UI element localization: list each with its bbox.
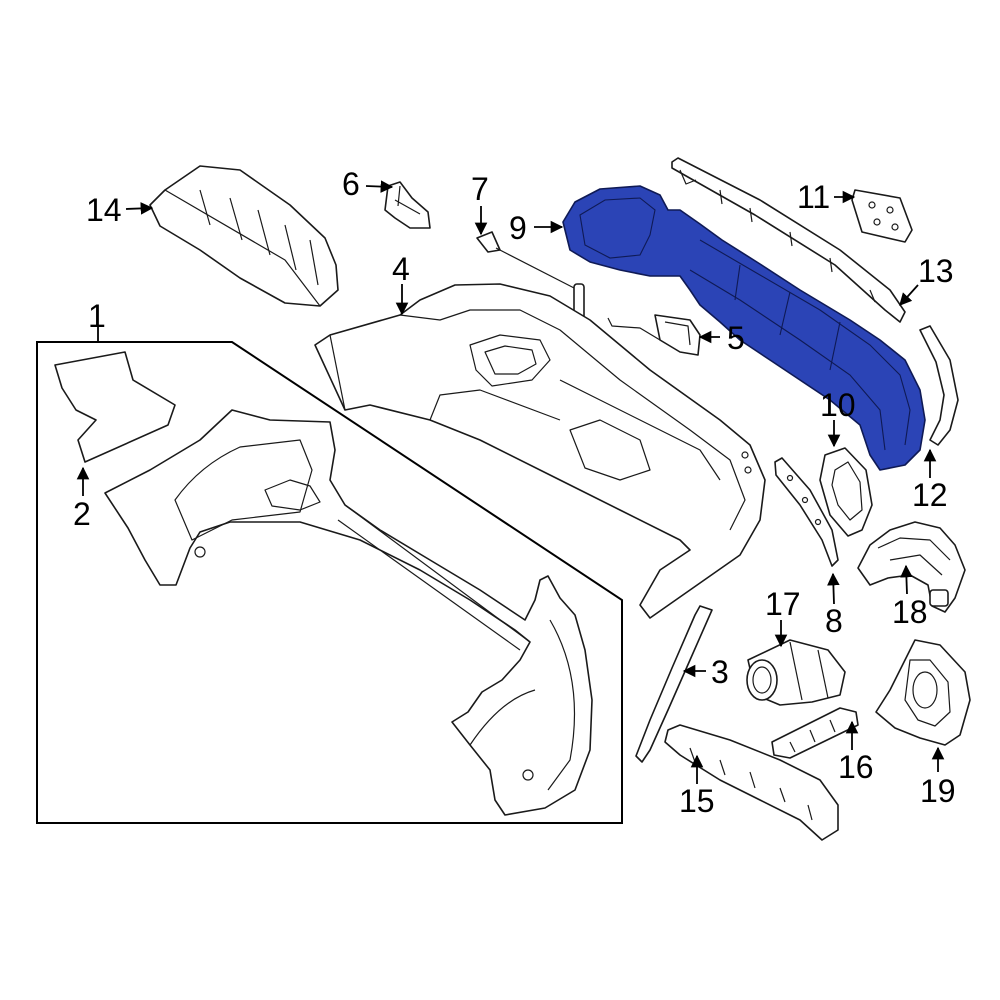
- assembly-frame: [36, 341, 623, 824]
- callout-6: 6: [342, 166, 360, 202]
- part-10-bezel: [819, 447, 873, 537]
- part-11-plate: [851, 189, 913, 243]
- part-19-housing: [875, 639, 971, 746]
- callout-13: 13: [918, 253, 954, 289]
- callout-leaders: [76, 180, 945, 784]
- part-13-strip: [671, 157, 906, 323]
- callout-5: 5: [727, 320, 745, 356]
- callout-14: 14: [86, 192, 122, 228]
- part-9-highlighted: [562, 185, 926, 471]
- callout-11: 11: [797, 179, 830, 215]
- callout-17: 17: [765, 586, 801, 622]
- callout-10: 10: [820, 387, 856, 423]
- callout-labels: 1 2 3 4 5 6 7 8 9 10 11 12 13 14 15 16 1…: [73, 166, 956, 819]
- callout-1: 1: [88, 298, 106, 334]
- part-4-bumper: [314, 283, 766, 619]
- callout-4: 4: [392, 251, 410, 287]
- callout-3: 3: [711, 654, 729, 690]
- part-9-fill: [562, 185, 926, 471]
- callout-7: 7: [471, 171, 489, 207]
- part-17-sensor: [746, 639, 846, 706]
- part-14-absorber: [149, 165, 339, 307]
- callout-8: 8: [825, 603, 843, 639]
- callout-15: 15: [679, 783, 715, 819]
- part-1-bumper-cover: [104, 409, 593, 816]
- part-2-pad: [54, 351, 176, 463]
- part-3-trim: [635, 605, 713, 763]
- callout-12: 12: [912, 477, 948, 513]
- callout-18: 18: [892, 594, 928, 630]
- part-8-trim: [774, 457, 839, 567]
- callout-2: 2: [73, 496, 91, 532]
- callout-16: 16: [838, 749, 874, 785]
- part-6-clip: [384, 181, 431, 229]
- callout-19: 19: [920, 773, 956, 809]
- callout-9: 9: [509, 210, 527, 246]
- part-5-bracket: [607, 314, 701, 356]
- part-12-strip: [919, 325, 959, 446]
